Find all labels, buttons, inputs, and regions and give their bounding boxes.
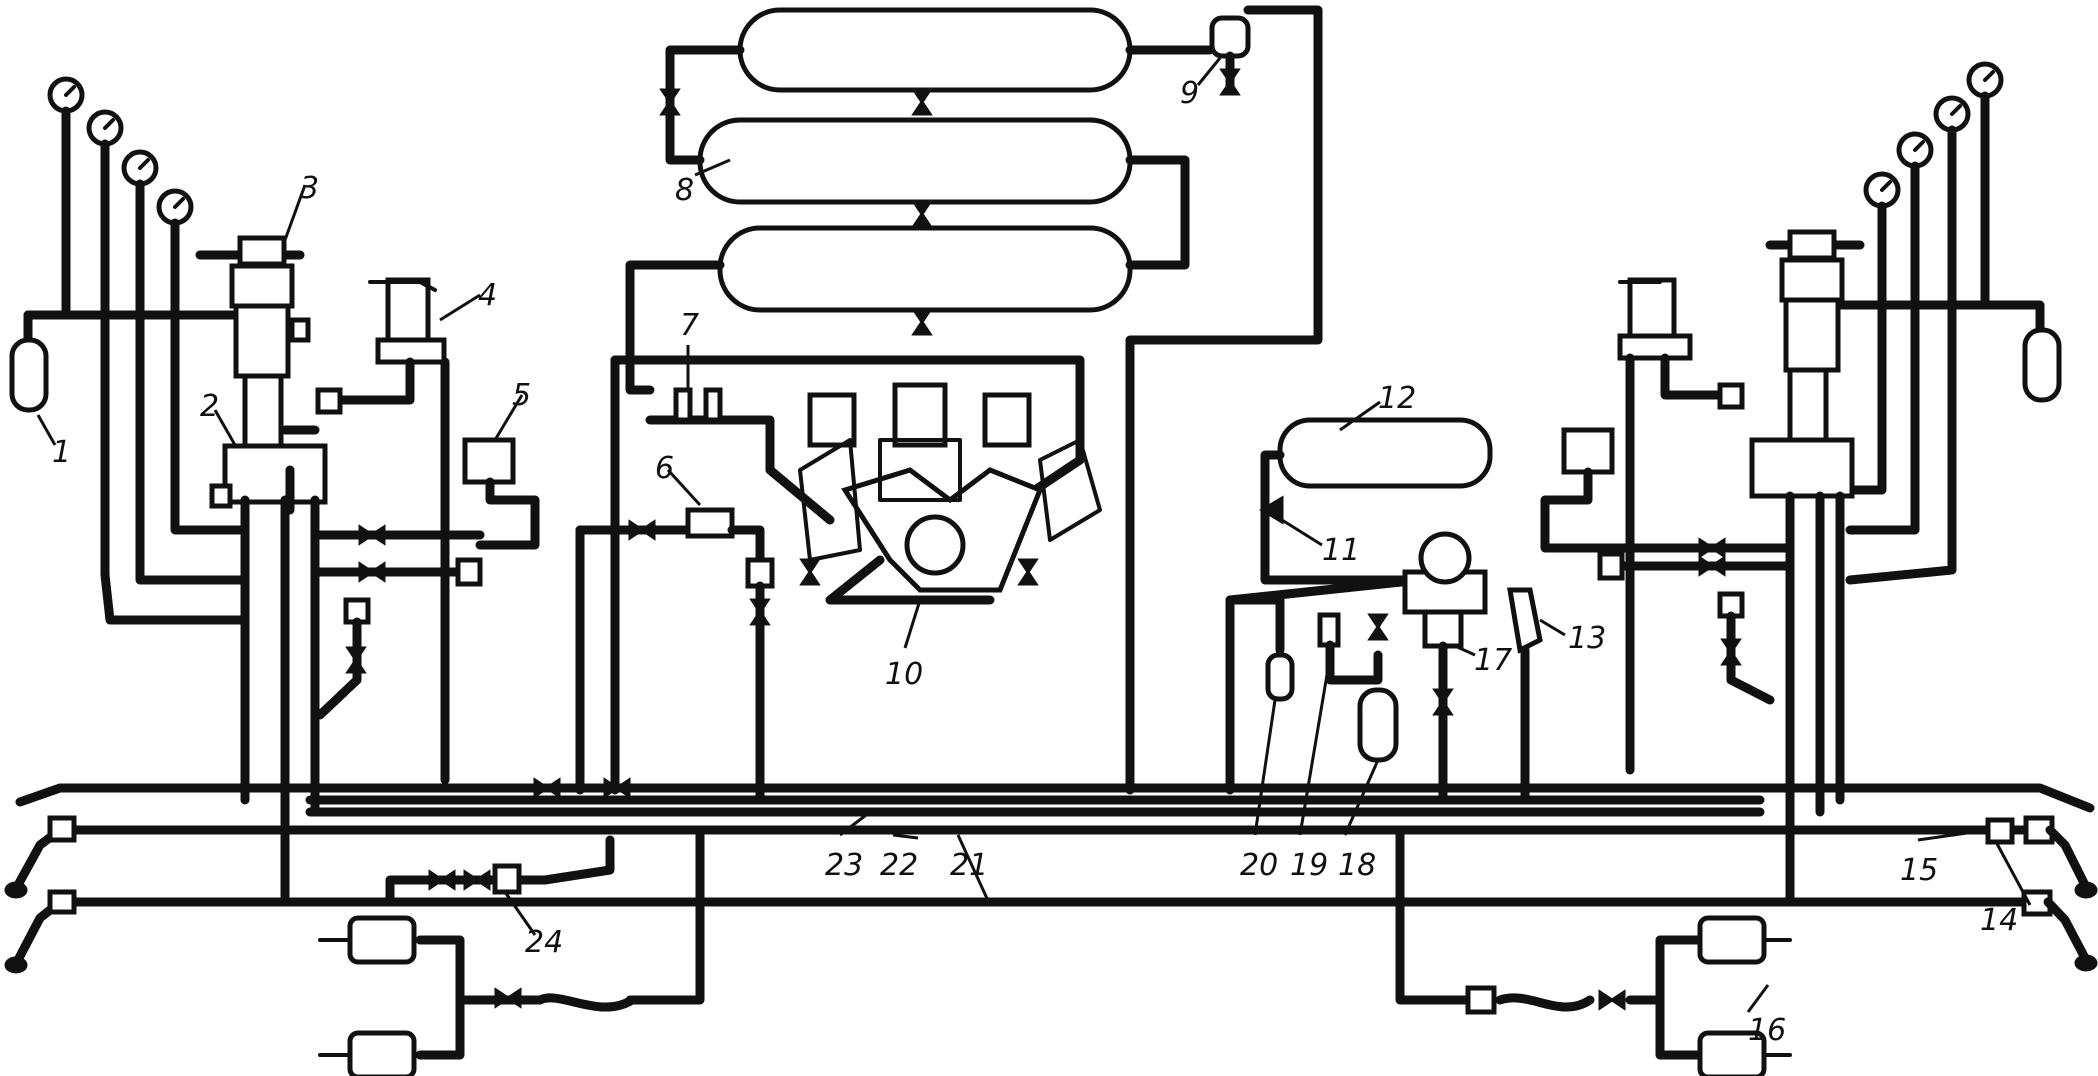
- label-6: 6: [655, 451, 674, 486]
- brake-cylinder-16: [1697, 915, 1767, 965]
- label-14: 14: [1980, 903, 2018, 938]
- oil-separator-9: [1125, 5, 1323, 795]
- coupling-15: [1985, 817, 2015, 845]
- label-13: 13: [1568, 621, 1606, 656]
- gauge-13: [1507, 587, 1543, 654]
- drivers-valve-3: [237, 235, 287, 267]
- governor-6: [685, 507, 735, 539]
- separator-9: [1209, 15, 1251, 59]
- callout-labels: 1 2 3 4 5 6 7 8 9 10 11 12 13 14 15 16 1…: [52, 76, 2018, 1048]
- label-19: 19: [1290, 848, 1328, 883]
- label-7: 7: [680, 308, 699, 343]
- left-brake-cylinders: [318, 825, 705, 1076]
- compressor-assembly: [533, 355, 1102, 805]
- valve-24-assembly: [385, 835, 615, 907]
- label-24: 24: [525, 925, 563, 960]
- label-5: 5: [512, 378, 531, 413]
- label-3: 3: [300, 171, 319, 206]
- feed-valve-5: [462, 437, 516, 485]
- right-brake-cylinders: [1395, 825, 1792, 1076]
- label-23: 23: [825, 848, 863, 883]
- label-11: 11: [1322, 533, 1360, 568]
- reservoir-12: [1277, 417, 1493, 489]
- brake-cylinder: [347, 915, 417, 965]
- label-9: 9: [1180, 76, 1199, 111]
- leader-lines: [36, 57, 2032, 1013]
- label-16: 16: [1748, 1013, 1786, 1048]
- brake-cylinder: [347, 1030, 417, 1076]
- valve-24: [492, 863, 522, 895]
- valve-2: [222, 443, 328, 505]
- label-22: 22: [880, 848, 918, 883]
- label-18: 18: [1338, 848, 1376, 883]
- reservoir-1: [9, 337, 49, 413]
- auxiliary-valve-4: [385, 277, 431, 343]
- label-1: 1: [52, 435, 71, 470]
- right-couplings: [1985, 815, 2098, 972]
- label-10: 10: [885, 657, 923, 692]
- valve-19: [1317, 612, 1341, 648]
- valve-7: [673, 387, 693, 423]
- label-4: 4: [478, 278, 497, 313]
- left-cab: [9, 76, 540, 907]
- line-23: [15, 783, 2095, 813]
- left-couplings: [4, 815, 77, 974]
- main-reservoirs-8: [625, 7, 1215, 395]
- reservoir: [2022, 327, 2062, 403]
- label-12: 12: [1378, 381, 1416, 416]
- reservoir-20: [1265, 652, 1295, 702]
- label-8: 8: [675, 173, 694, 208]
- label-17: 17: [1474, 643, 1512, 678]
- label-2: 2: [200, 389, 219, 424]
- main-lines: [15, 783, 2095, 907]
- auxiliary-assembly: [1225, 417, 1543, 805]
- label-20: 20: [1240, 848, 1278, 883]
- reservoir-18: [1357, 687, 1399, 763]
- right-cab: [1540, 61, 2062, 907]
- label-15: 15: [1900, 853, 1938, 888]
- label-21: 21: [950, 848, 988, 883]
